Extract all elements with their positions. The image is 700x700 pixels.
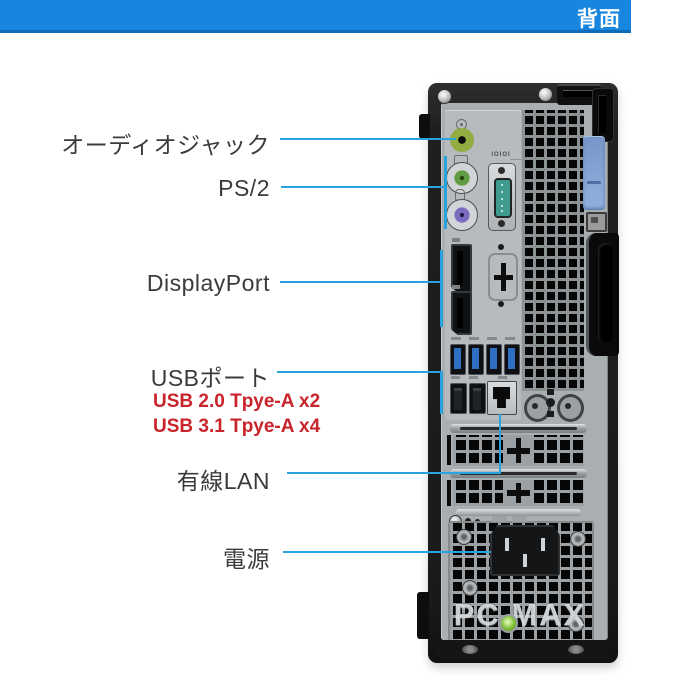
slot-cover-plus-2: [503, 480, 534, 506]
callout-line-audio: [280, 138, 456, 140]
callout-bracket-usb: [440, 371, 443, 414]
usb3-speed-mark-4: [505, 337, 515, 340]
slot-cover-plus-1: [503, 435, 534, 466]
audio-jack-port: [450, 128, 474, 152]
watermark: PC MAX: [453, 597, 587, 632]
case-screw-top-left: [437, 89, 452, 104]
lan-port: [487, 381, 517, 415]
bottom-rivet-2: [568, 645, 584, 654]
security-slot-top: [547, 389, 554, 395]
psu-tab-1: [492, 516, 507, 522]
psu-screw-2: [570, 531, 586, 547]
mount-dot-upper: [498, 244, 504, 250]
label-power: 電源: [223, 546, 270, 572]
security-slot-middle: [546, 398, 555, 407]
serial-db9-connector: [494, 178, 512, 218]
callout-line-lan: [287, 472, 501, 474]
usb3-port-1: [450, 344, 466, 375]
psu-screw-4: [568, 616, 584, 632]
mount-dot-lower: [498, 301, 504, 307]
mount-hole-right: [557, 394, 584, 422]
displayport-2: [451, 291, 472, 335]
note-usb2: USB 2.0 Tpye-A x2: [153, 391, 321, 412]
security-slot-bottom: [547, 411, 554, 417]
case-release-latch: [583, 136, 605, 210]
slot-notch-1: [447, 435, 451, 465]
panel-corner-mark: [510, 145, 523, 160]
expansion-slot-bracket-3: [456, 509, 581, 516]
bottom-bezel: [436, 640, 610, 658]
slot-notch-2: [447, 480, 451, 506]
case-screw-top-middle: [538, 87, 553, 102]
power-led: [499, 614, 518, 633]
ps2-keyboard-port: [446, 162, 478, 194]
bottom-rivet-1: [462, 645, 478, 654]
displayport-1: [451, 244, 472, 293]
usb2-port-2: [469, 383, 486, 414]
usb3-port-4: [504, 344, 520, 375]
usb2-port-1: [450, 383, 467, 414]
label-displayport: DisplayPort: [146, 270, 270, 296]
usb2-mark-2: [469, 376, 478, 379]
callout-line-displayport: [280, 281, 442, 283]
mount-hole-left: [524, 394, 551, 422]
usb3-speed-mark-3: [487, 337, 497, 340]
usb3-port-2: [468, 344, 484, 375]
power-inlet-c14: [490, 525, 560, 576]
cross-mount-plate: [488, 253, 518, 301]
callout-line-usb: [277, 371, 442, 373]
serial-port: [488, 163, 516, 231]
expansion-slot-cover-1: [453, 435, 584, 466]
callout-bracket-ps2: [444, 156, 447, 229]
expansion-slot-cover-2: [453, 480, 584, 506]
displayport-mark-1: [452, 238, 460, 242]
callout-line-power: [283, 551, 491, 553]
label-audio-jack: オーディオジャック: [61, 132, 270, 158]
expansion-slot-bracket-2: [450, 469, 587, 478]
header-bar: 背面: [0, 0, 631, 33]
ps2-mouse-port: [446, 199, 478, 231]
side-tab-upper: [419, 114, 430, 139]
thumbscrew-slot: [592, 88, 614, 142]
header-title: 背面: [577, 8, 621, 31]
usb3-speed-mark-1: [451, 337, 461, 340]
psu-tab-2: [512, 516, 527, 522]
usb3-speed-mark-2: [469, 337, 479, 340]
handle-recess: [586, 233, 619, 356]
callout-line-lan-vertical: [499, 414, 501, 474]
callout-bracket-displayport: [440, 250, 443, 327]
expansion-slot-bracket-1: [450, 424, 587, 433]
top-latch-slot: [557, 84, 601, 105]
lan-mark: [498, 376, 507, 379]
label-ps2: PS/2: [218, 175, 270, 201]
vent-grid-upper: [522, 110, 584, 391]
callout-line-ps2: [281, 186, 446, 188]
label-lan: 有線LAN: [176, 468, 270, 494]
note-usb3: USB 3.1 Tpye-A x4: [153, 416, 321, 437]
side-tab-lower: [417, 592, 429, 639]
serial-port-label: IOIOI: [491, 152, 511, 158]
padlock-loop: [586, 212, 607, 232]
usb2-mark-1: [451, 376, 460, 379]
psu-screw-3: [462, 580, 478, 596]
usb3-port-3: [486, 344, 502, 375]
displayport-mark-2: [452, 285, 460, 289]
label-usb-port: USBポート: [150, 365, 270, 391]
psu-screw-1: [456, 529, 472, 545]
pc-rear-panel: PC MAX IOIOI: [417, 83, 619, 663]
